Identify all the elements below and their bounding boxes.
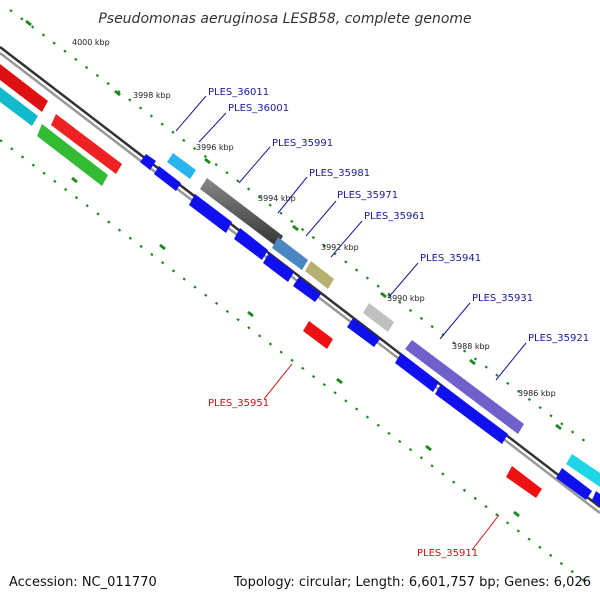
map-title: Pseudomonas aeruginosa LESB58, complete …	[98, 11, 471, 27]
feature-arrow	[435, 384, 508, 444]
feature-arrow	[347, 318, 380, 347]
feature-arrow	[303, 321, 333, 349]
major-tick	[159, 243, 166, 251]
major-tick	[469, 358, 476, 366]
feature-arrow	[189, 194, 232, 233]
major-tick	[25, 19, 32, 27]
inner-tick-ring	[0, 139, 591, 586]
major-tick	[71, 176, 78, 184]
leader-line	[387, 262, 419, 299]
feature-arrow	[0, 87, 38, 126]
major-ticks	[25, 19, 562, 518]
gene-label-ples-35991[interactable]: PLES_35991	[272, 138, 333, 149]
feature-arrow	[556, 468, 592, 500]
kbp-label-3986: 3986 kbp	[518, 389, 556, 398]
major-tick	[247, 310, 254, 318]
leader-line	[263, 363, 293, 400]
feature-arrow	[140, 154, 156, 170]
leader-line	[495, 342, 527, 381]
gene-label-ples-35931[interactable]: PLES_35931	[472, 293, 533, 304]
kbp-label-3992: 3992 kbp	[321, 243, 359, 252]
major-tick	[513, 510, 520, 518]
genome-summary-text: Topology: circular; Length: 6,601,757 bp…	[233, 575, 591, 590]
major-tick	[380, 291, 387, 299]
feature-arrow	[305, 261, 334, 289]
kbp-label-3990: 3990 kbp	[387, 294, 425, 303]
backbone-line-outer	[0, 46, 600, 508]
lower-feature-track	[303, 321, 542, 498]
kbp-label-3996: 3996 kbp	[196, 143, 234, 152]
kbp-label-4000: 4000 kbp	[72, 38, 110, 47]
kbp-label-3988: 3988 kbp	[452, 342, 490, 351]
major-tick	[555, 423, 562, 431]
feature-arrow	[37, 124, 108, 186]
feature-arrow	[566, 454, 600, 487]
gene-label-ples-36011[interactable]: PLES_36011	[208, 87, 269, 98]
feature-arrow	[363, 303, 394, 332]
kbp-scale-labels: 4000 kbp 3998 kbp 3996 kbp 3994 kbp 3992…	[72, 38, 556, 398]
feature-arrow	[395, 353, 439, 392]
major-tick	[204, 157, 211, 165]
inner-dotted-ring	[0, 139, 591, 586]
major-tick	[114, 89, 121, 97]
major-tick	[425, 444, 432, 452]
leader-line	[198, 112, 227, 143]
feature-arrow	[234, 228, 268, 260]
feature-arrow	[167, 153, 196, 179]
leader-line	[439, 302, 471, 340]
feature-arrow	[272, 237, 308, 270]
gene-labels: PLES_36011 PLES_36001 PLES_35991 PLES_35…	[208, 87, 589, 559]
gene-label-ples-35911[interactable]: PLES_35911	[417, 548, 478, 559]
leader-line	[175, 95, 207, 132]
outer-dotted-ring	[9, 9, 591, 446]
feature-arrow	[154, 166, 181, 191]
feature-arrow	[506, 466, 542, 498]
outer-tick-ring	[9, 9, 591, 446]
gene-label-ples-35971[interactable]: PLES_35971	[337, 190, 398, 201]
gene-label-ples-35921[interactable]: PLES_35921	[528, 333, 589, 344]
upper-feature-track	[0, 64, 600, 506]
gene-label-ples-35951[interactable]: PLES_35951	[208, 398, 269, 409]
leader-line	[305, 200, 337, 237]
kbp-label-3994: 3994 kbp	[258, 194, 296, 203]
leader-line	[277, 176, 308, 214]
feature-arrow	[0, 64, 48, 112]
gene-label-ples-35981[interactable]: PLES_35981	[309, 168, 370, 179]
major-tick	[336, 377, 343, 385]
kbp-label-3998: 3998 kbp	[133, 91, 171, 100]
feature-arrow	[51, 114, 122, 174]
leader-line	[330, 220, 363, 258]
leader-line	[238, 146, 271, 184]
major-tick	[292, 224, 299, 232]
gene-label-ples-36001[interactable]: PLES_36001	[228, 103, 289, 114]
feature-arrow	[592, 491, 600, 506]
gene-label-ples-35961[interactable]: PLES_35961	[364, 211, 425, 222]
gene-label-ples-35941[interactable]: PLES_35941	[420, 253, 481, 264]
feature-arrow	[263, 253, 294, 282]
accession-text: Accession: NC_011770	[9, 575, 157, 590]
feature-block-dark	[200, 178, 283, 247]
feature-arrow	[293, 277, 321, 302]
feature-block-purple	[405, 340, 524, 434]
label-leaders	[175, 95, 527, 551]
leader-line	[471, 514, 500, 551]
